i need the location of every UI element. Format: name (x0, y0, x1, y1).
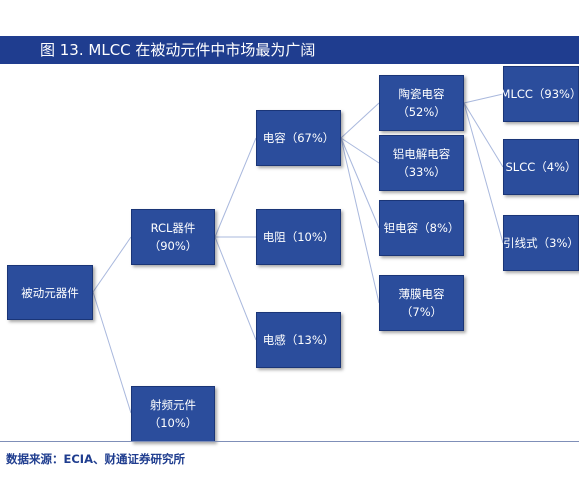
node-aluminum-label: 铝电解电容 (392, 147, 451, 161)
node-passive-components: 被动元器件 (7, 265, 93, 320)
figure-title: 图 13. MLCC 在被动元件中市场最为广阔 (0, 36, 579, 64)
connector-rcl-inductor (214, 236, 257, 341)
node-slcc: SLCC（4%） (503, 139, 579, 195)
connector-ceramic-mlcc (463, 93, 504, 104)
node-leaded-label: 引线式（3%） (503, 236, 579, 250)
node-resistor-label: 电阻（10%） (262, 230, 335, 244)
node-film-label: 薄膜电容 (398, 287, 445, 301)
node-mlcc-label: MLCC（93%） (500, 87, 579, 101)
node-capacitor-label: 电容（67%） (262, 131, 335, 145)
node-passive-label: 被动元器件 (21, 285, 79, 300)
connector-rcl-capacitor (214, 137, 257, 238)
node-film-share: （7%） (400, 305, 443, 319)
connector-capacitor-aluminum (340, 137, 380, 164)
node-ceramic-capacitor: 陶瓷电容 （52%） (379, 75, 464, 131)
connector-capacitor-film (340, 137, 380, 304)
node-mlcc: MLCC（93%） (500, 66, 579, 122)
node-ceramic-share: （52%） (397, 105, 446, 119)
node-aluminum-electrolytic-capacitor: 铝电解电容 （33%） (379, 135, 464, 191)
connector-capacitor-ceramic (340, 102, 380, 139)
node-rf-components: 射频元件 （10%） (131, 386, 215, 442)
connector-capacitor-tantalum (340, 137, 380, 229)
node-rcl-label: RCL器件 (150, 221, 196, 235)
source-note: 数据来源：ECIA、财通证券研究所 (6, 452, 185, 466)
node-slcc-label: SLCC（4%） (505, 160, 577, 174)
node-aluminum-share: （33%） (397, 165, 446, 179)
node-tantalum-label: 钽电容（8%） (383, 221, 460, 235)
connector-ceramic-slcc (463, 102, 504, 168)
bottom-divider (0, 441, 579, 442)
connector-passive-rcl (92, 236, 132, 293)
node-resistor: 电阻（10%） (256, 209, 341, 265)
node-inductor: 电感（13%） (256, 312, 341, 368)
node-rcl-share: （90%） (148, 239, 198, 253)
node-leaded: 引线式（3%） (503, 215, 579, 271)
node-capacitor: 电容（67%） (256, 110, 341, 166)
node-rf-label: 射频元件 (150, 398, 196, 412)
node-film-capacitor: 薄膜电容 （7%） (379, 275, 464, 331)
connector-passive-rf (92, 291, 132, 414)
node-inductor-label: 电感（13%） (262, 333, 335, 347)
node-rf-share: （10%） (148, 416, 198, 430)
node-rcl-devices: RCL器件 （90%） (131, 209, 215, 265)
connector-ceramic-leaded (463, 102, 504, 244)
node-tantalum-capacitor: 钽电容（8%） (379, 200, 464, 256)
node-ceramic-label: 陶瓷电容 (398, 87, 445, 101)
